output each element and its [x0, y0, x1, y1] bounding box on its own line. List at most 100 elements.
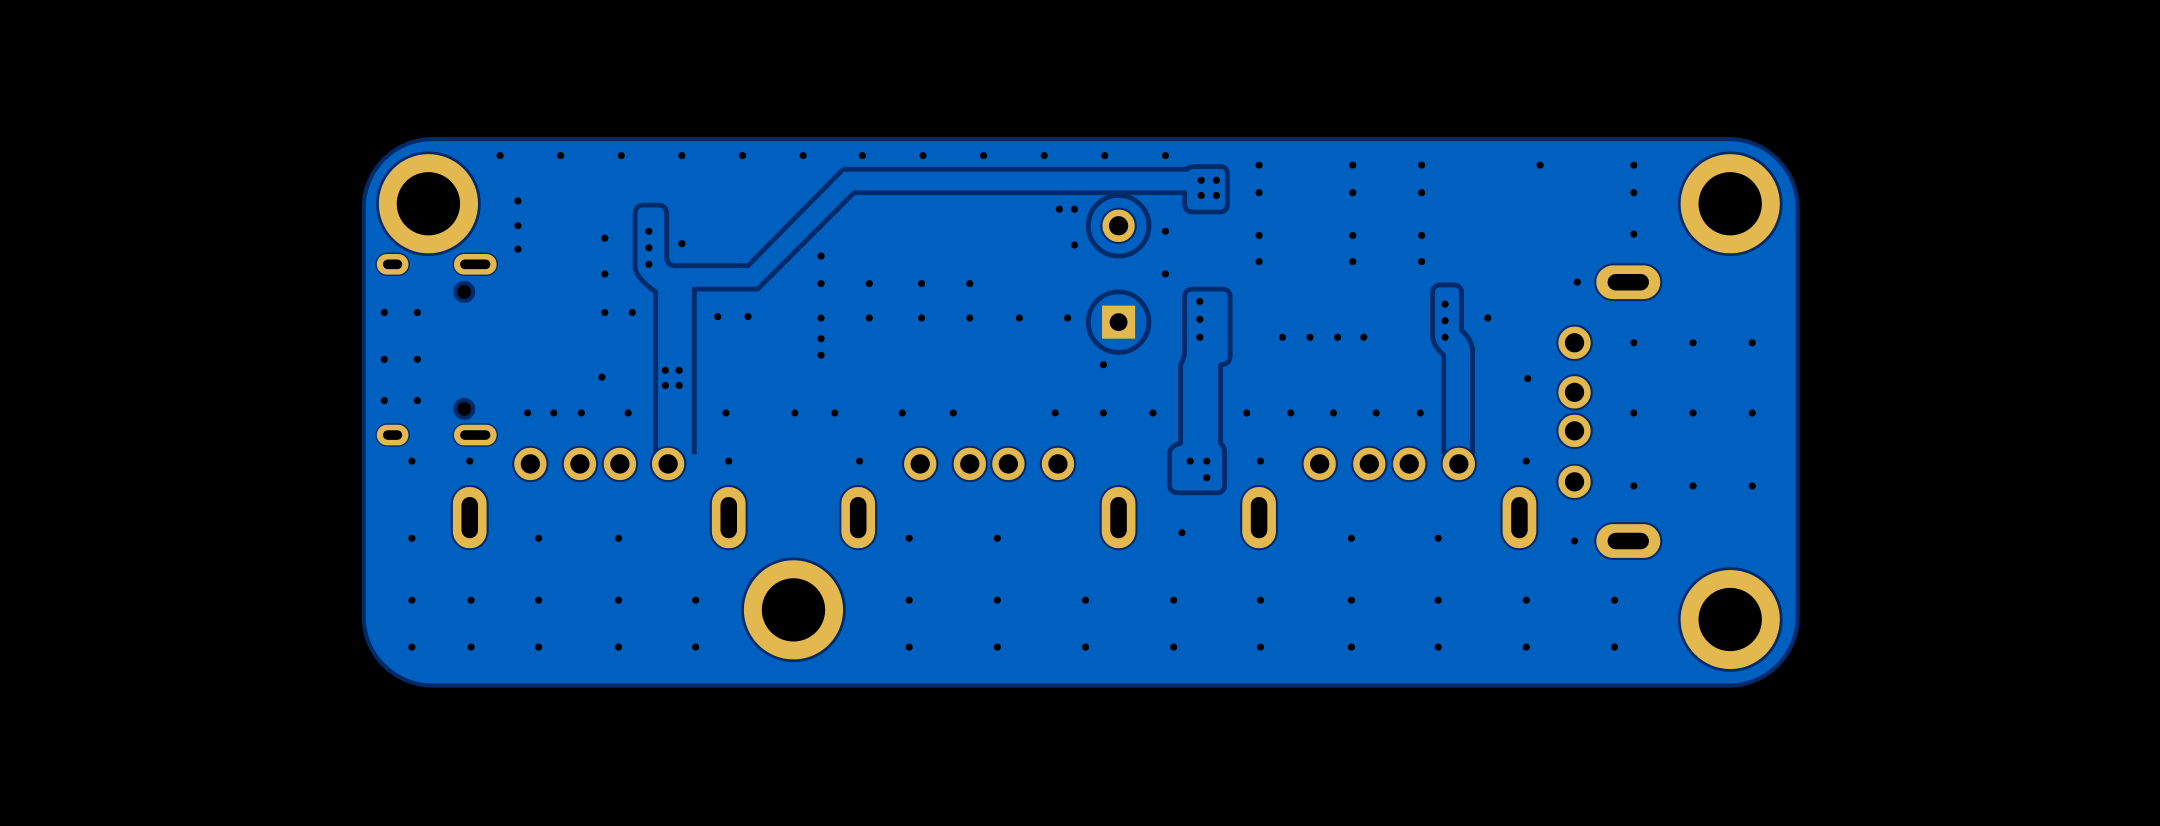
via	[905, 596, 913, 604]
via	[413, 355, 421, 363]
via	[1689, 339, 1697, 347]
via	[1196, 315, 1204, 323]
via	[1101, 151, 1109, 160]
via	[1748, 339, 1756, 347]
via	[380, 355, 388, 363]
via	[1349, 189, 1357, 197]
via	[1178, 529, 1186, 537]
via	[1522, 596, 1530, 604]
pad-drill	[1310, 454, 1330, 474]
via	[1212, 191, 1220, 200]
via	[408, 534, 416, 542]
via	[692, 596, 700, 604]
via	[993, 643, 1001, 651]
via	[817, 351, 825, 359]
pad-drill	[658, 454, 678, 474]
via	[831, 409, 839, 417]
via	[905, 643, 913, 651]
via	[1522, 643, 1530, 651]
via	[1630, 482, 1638, 490]
via	[1306, 333, 1314, 341]
via	[675, 366, 683, 374]
via	[413, 308, 421, 317]
via	[799, 151, 807, 160]
mounting-hole-drill	[1698, 587, 1762, 652]
oval-slot	[1250, 496, 1268, 539]
pad-drill	[610, 454, 630, 474]
via	[1610, 643, 1619, 651]
pad-clearance-ring	[1085, 193, 1152, 259]
via	[1329, 409, 1338, 417]
vias-layer	[380, 151, 1756, 651]
via	[1255, 257, 1263, 266]
via	[678, 240, 686, 248]
via	[1287, 409, 1295, 417]
via	[457, 401, 472, 416]
via	[1196, 333, 1204, 341]
via	[1256, 457, 1265, 465]
via	[1051, 409, 1059, 417]
copper-trace	[1440, 282, 1476, 455]
oval-slot	[1110, 496, 1127, 539]
via	[624, 409, 632, 417]
via	[817, 335, 825, 343]
traces-layer	[632, 164, 1476, 496]
via	[1081, 643, 1090, 651]
via	[496, 151, 504, 160]
via	[1434, 534, 1442, 542]
via	[601, 270, 609, 278]
via	[1334, 333, 1342, 341]
pad-drill	[1359, 454, 1379, 474]
via	[1161, 270, 1169, 278]
via	[466, 457, 474, 465]
pad-drill	[960, 454, 980, 474]
via	[1099, 361, 1107, 369]
via	[614, 643, 623, 651]
via	[1256, 596, 1265, 604]
via	[725, 457, 733, 465]
via	[1255, 161, 1263, 169]
via	[1055, 205, 1063, 213]
via	[1070, 241, 1079, 249]
via	[1522, 457, 1530, 465]
oval-slot	[460, 259, 491, 270]
via	[535, 643, 543, 651]
via	[550, 409, 558, 417]
via	[1099, 409, 1107, 417]
pad-drill	[1564, 382, 1585, 402]
via	[1203, 474, 1211, 482]
via	[1484, 314, 1492, 322]
via	[744, 313, 752, 321]
oval-slot	[849, 496, 867, 539]
via	[1149, 409, 1157, 417]
via	[535, 596, 543, 604]
oval-slot	[1511, 496, 1528, 539]
pad-drill	[1449, 454, 1469, 474]
via	[898, 409, 906, 417]
via	[1347, 596, 1355, 604]
via	[413, 397, 421, 405]
via	[1748, 409, 1756, 417]
via	[722, 409, 730, 417]
via	[1186, 457, 1194, 465]
via	[601, 234, 609, 242]
pad-drill	[1564, 421, 1585, 441]
via	[817, 314, 825, 322]
via	[714, 313, 722, 321]
via	[457, 284, 472, 299]
via	[1630, 189, 1638, 197]
oval-slot	[382, 259, 403, 270]
via	[1197, 176, 1205, 184]
via	[865, 280, 873, 288]
pad-clearance-ring	[1085, 289, 1152, 355]
pad-drill	[1564, 472, 1585, 492]
via	[1278, 333, 1287, 341]
via	[966, 314, 974, 322]
via	[1212, 176, 1220, 184]
via	[408, 643, 416, 651]
via	[645, 244, 653, 252]
pad-drill	[998, 454, 1019, 474]
via	[1610, 596, 1619, 604]
via	[661, 381, 669, 390]
